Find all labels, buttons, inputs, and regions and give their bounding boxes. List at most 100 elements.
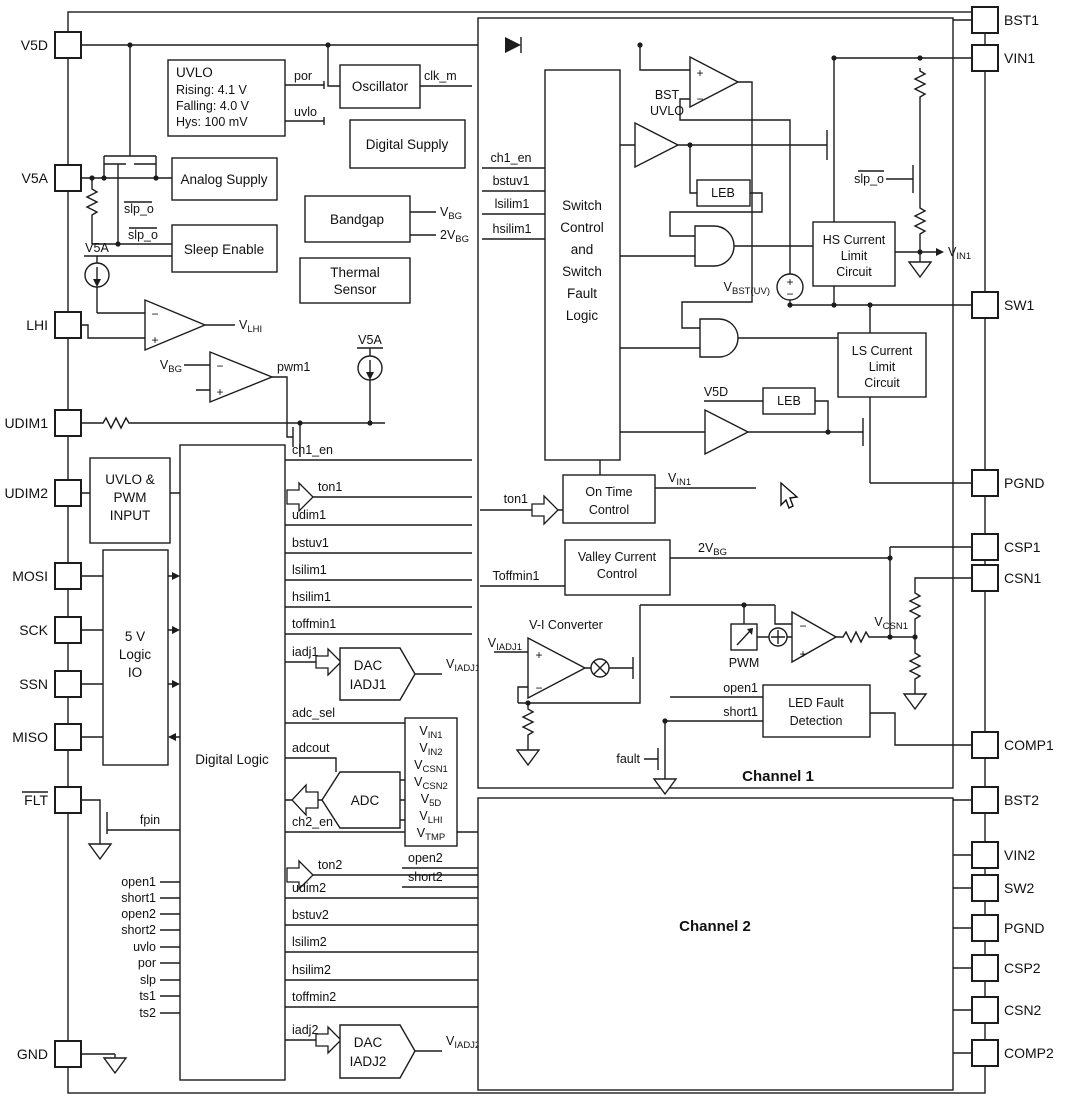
udim1-current-source-arrowhead [366, 372, 374, 380]
ton2-label: ton2 [318, 858, 342, 872]
pin-v5a [54, 164, 82, 192]
pin-ssn-label: SSN [19, 676, 48, 692]
ch1-en-label: ch1_en [292, 443, 333, 457]
bst-uvlo-l1: BST [655, 88, 680, 102]
short2-dl-label: short2 [121, 923, 156, 937]
sleep-enable-block [171, 224, 278, 273]
thermal-line2: Sensor [334, 282, 377, 297]
pin-udim2 [54, 479, 82, 507]
pin-sw1-label: SW1 [1004, 297, 1035, 313]
uvlo-pwm-l2: PWM [114, 490, 147, 505]
bstuv1-sc-label: bstuv1 [493, 174, 530, 188]
thermal-line1: Thermal [330, 265, 380, 280]
hsilim1-sc-label: hsilim1 [493, 222, 532, 236]
uvlo-pwm-l3: INPUT [110, 508, 151, 523]
pin-gnd-label: GND [17, 1046, 48, 1062]
hs-limit-l1: HS Current [823, 233, 886, 247]
valley-l1: Valley Current [578, 550, 657, 564]
flt-ground-symbol [87, 843, 113, 861]
pin-mosi-label: MOSI [12, 568, 48, 584]
bst-uvlo-minus: − [696, 92, 703, 106]
vi-ground [515, 749, 541, 767]
io-l3: IO [128, 665, 142, 680]
adcout-label: adcout [292, 741, 330, 755]
ls-limit-l2: Limit [869, 360, 896, 374]
open2-ch-label: open2 [408, 851, 443, 865]
hsilim2-label: hsilim2 [292, 963, 331, 977]
dac2-l1: DAC [354, 1035, 383, 1050]
supervisory-section: UVLO Rising: 4.1 V Falling: 4.0 V Hys: 1… [81, 19, 972, 457]
pin-comp2-label: COMP2 [1004, 1045, 1054, 1061]
ls-limit-l1: LS Current [852, 344, 913, 358]
short1-dl-label: short1 [121, 891, 156, 905]
vi-multiplier-x [593, 661, 607, 675]
right-pins: BST1 VIN1 SW1 PGND CSP1 CSN1 COMP1 BST2 … [971, 6, 1054, 1067]
vi-minus: − [535, 681, 542, 695]
adcout-bus-arrow [291, 783, 319, 817]
dac-iadj1-block [339, 647, 416, 701]
pwm1-out-label: pwm1 [277, 360, 310, 374]
sc-l6: Logic [566, 308, 599, 323]
io-l1: 5 V [125, 629, 145, 644]
iadj1-label: iadj1 [292, 645, 318, 659]
pin-comp2 [971, 1039, 999, 1067]
udim2-label: udim2 [292, 881, 326, 895]
sleep-enable-label: Sleep Enable [184, 242, 264, 257]
led-fault-l2: Detection [790, 714, 843, 728]
pin-v5d-label: V5D [21, 37, 48, 53]
sc-l5: Fault [567, 286, 597, 301]
ch2-en-label: ch2_en [292, 815, 333, 829]
fpin-label: fpin [140, 813, 160, 827]
oscillator-block [339, 64, 421, 109]
pin-pgnd2-label: PGND [1004, 920, 1044, 936]
adc-in-vlhi: VLHI [419, 809, 442, 826]
bandgap-block [304, 195, 411, 243]
bstuv2-label: bstuv2 [292, 908, 329, 922]
pin-sck [54, 616, 82, 644]
pwm1-cmp-minus: − [216, 359, 223, 373]
open1-ch-label: open1 [723, 681, 758, 695]
uvlo-dl-label: uvlo [133, 940, 156, 954]
on-time-control-block [562, 474, 656, 524]
on-time-l1: On Time [585, 485, 632, 499]
adc-in-vcsn1: VCSN1 [414, 758, 448, 775]
channel2-section: Channel 2 open2 short2 [408, 797, 972, 1091]
pwm-ramp-arrow [736, 630, 751, 646]
thermal-sensor-block [299, 257, 411, 304]
mosi-arrowhead [172, 572, 180, 580]
led-fault-l1: LED Fault [788, 696, 844, 710]
adc-mux-list [404, 717, 458, 847]
sck-arrowhead [172, 626, 180, 634]
supervisory-wiring [81, 19, 972, 457]
uvlo-pwm-l1: UVLO & [105, 472, 155, 487]
viadj1-ch-label: VIADJ1 [488, 636, 522, 653]
pwm-comparator [791, 610, 838, 664]
logic-section: UVLO & PWM INPUT 5 V Logic IO Digital Lo… [81, 443, 480, 1081]
vcsn1-label: VCSN1 [874, 615, 908, 632]
on-time-vin1-label: VIN1 [668, 471, 691, 488]
bst-uvlo-comparator [689, 55, 740, 109]
pin-miso-label: MISO [12, 729, 48, 745]
ts1-dl-label: ts1 [139, 989, 156, 1003]
pwm-cmp-plus: + [799, 647, 806, 661]
toffmin1-ch-label: Toffmin1 [492, 569, 539, 583]
pin-miso [54, 723, 82, 751]
bootstrap-diode [505, 37, 521, 53]
pin-pgnd1 [971, 469, 999, 497]
cursor-arrow-icon [780, 481, 799, 509]
ton1-ch-arrow [531, 494, 559, 526]
ts2-dl-label: ts2 [139, 1006, 156, 1020]
pin-gnd [54, 1040, 82, 1068]
uvlo-hys: Hys: 100 mV [176, 115, 248, 129]
pin-comp1-label: COMP1 [1004, 737, 1054, 753]
miso-arrowhead [168, 733, 176, 741]
toffmin1-label: toffmin1 [292, 617, 336, 631]
sc-l3: and [571, 242, 594, 257]
pin-csn2-label: CSN2 [1004, 1002, 1042, 1018]
vin1-tap-label: VIN1 [948, 245, 971, 262]
channel2-box [477, 797, 954, 1091]
oscillator-label: Oscillator [352, 79, 409, 94]
vbg-label: VBG [440, 205, 462, 222]
logic-io-block [102, 549, 169, 766]
pin-sw2-label: SW2 [1004, 880, 1035, 896]
